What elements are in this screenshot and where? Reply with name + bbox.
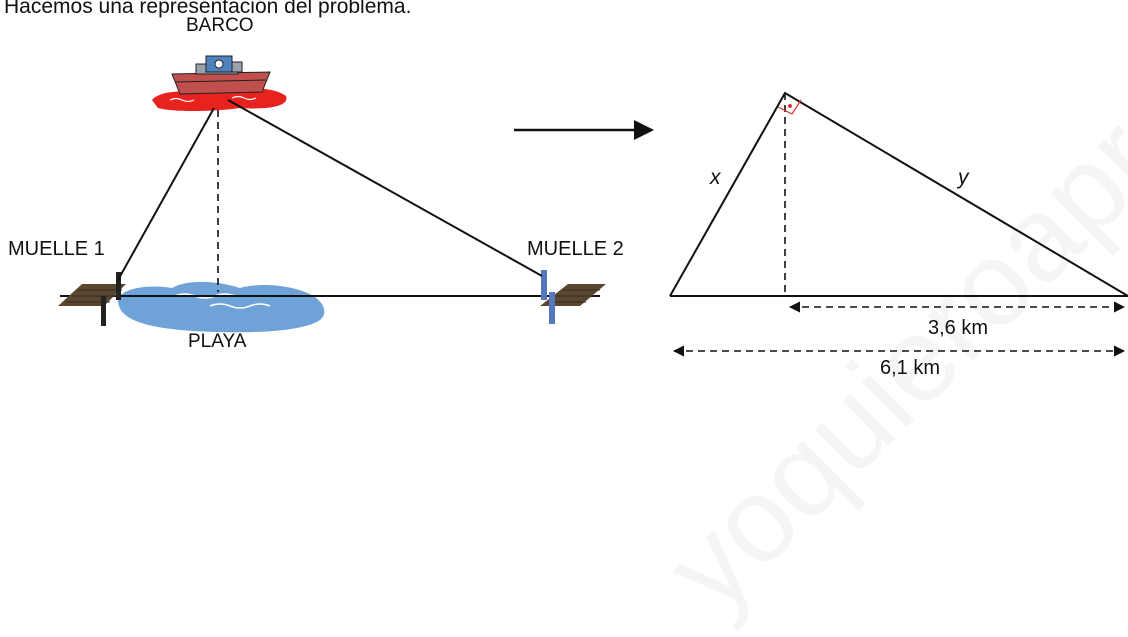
- pier-1: [58, 272, 126, 326]
- boat-to-pier1-line: [117, 107, 215, 281]
- side-x-label: x: [710, 166, 721, 189]
- beach-label: PLAYA: [188, 331, 247, 352]
- intro-text: Hacemos una representación del problema.: [4, 0, 412, 18]
- base-6-1-label: 6,1 km: [880, 357, 941, 379]
- segment-3-6-label: 3,6 km: [928, 317, 989, 339]
- right-angle-dot: [788, 104, 792, 108]
- side-y-label: y: [958, 166, 969, 189]
- pier-1-label: MUELLE 1: [8, 238, 105, 260]
- pier-2: [540, 270, 606, 324]
- boat-label: BARCO: [186, 15, 254, 36]
- right-triangle: [669, 91, 1128, 297]
- beach-water: [118, 281, 325, 333]
- boat: [171, 55, 271, 95]
- right-angle-mark: [777, 99, 802, 115]
- scene-illustration: [58, 55, 606, 333]
- diagram-canvas: [58, 55, 1128, 357]
- boat-to-pier2-line: [227, 99, 543, 277]
- pier-2-label: MUELLE 2: [527, 238, 624, 260]
